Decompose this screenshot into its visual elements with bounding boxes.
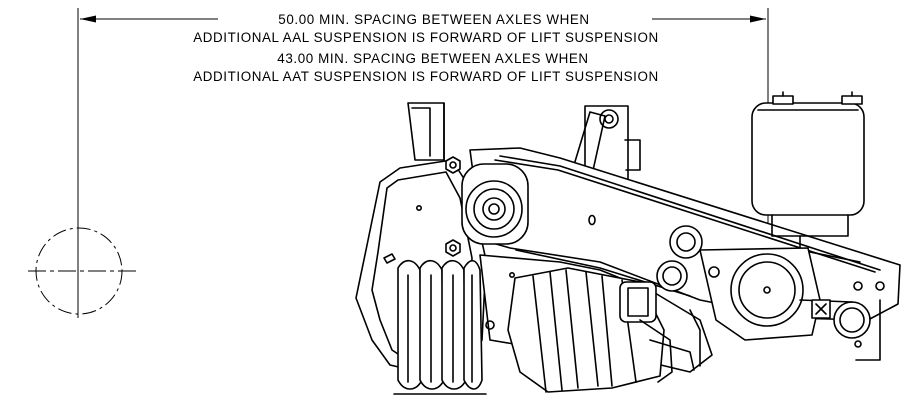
lower-gusset bbox=[649, 309, 701, 371]
pivot-hex-nut-bottom bbox=[445, 239, 461, 257]
pivot-bushing bbox=[461, 163, 529, 245]
hanger-bracket bbox=[407, 102, 445, 161]
dimension-note-line-4: ADDITIONAL AAT SUSPENSION IS FORWARD OF … bbox=[193, 69, 659, 84]
right-arrowhead bbox=[750, 15, 766, 23]
lift-suspension-assembly bbox=[355, 91, 901, 395]
axle-seat bbox=[699, 247, 821, 341]
left-arrowhead bbox=[80, 15, 96, 23]
lift-air-bellows bbox=[507, 267, 673, 393]
phantom-axle-circle bbox=[28, 227, 136, 315]
dimension-note-line-2: ADDITIONAL AAL SUSPENSION IS FORWARD OF … bbox=[193, 30, 659, 45]
brake-chamber bbox=[799, 281, 885, 361]
air-spring-left bbox=[393, 259, 487, 395]
dimension-note-line-3: 43.00 MIN. SPACING BETWEEN AXLES WHEN bbox=[277, 51, 588, 66]
dimension-group: 50.00 MIN. SPACING BETWEEN AXLES WHEN AD… bbox=[77, 8, 769, 318]
dimension-note-line-1: 50.00 MIN. SPACING BETWEEN AXLES WHEN bbox=[278, 12, 589, 27]
pivot-hex-nut-top bbox=[445, 156, 461, 174]
beam-bushing-lower bbox=[656, 260, 688, 292]
beam-bushing-upper bbox=[669, 225, 703, 259]
